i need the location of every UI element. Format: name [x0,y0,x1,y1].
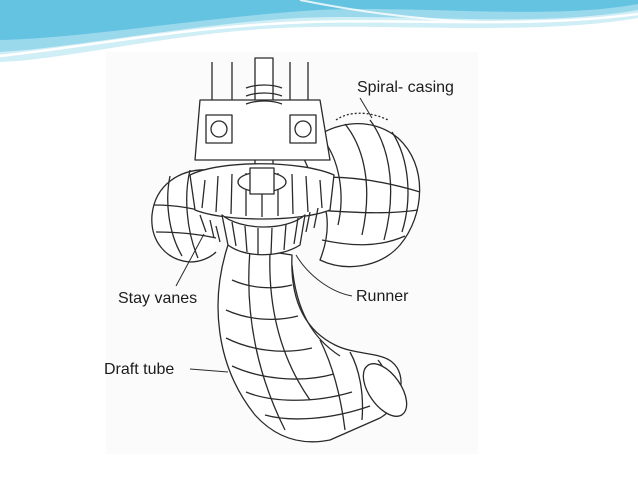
label-runner: Runner [356,288,409,305]
stay-vanes [199,207,319,243]
turbine-housing [189,57,335,220]
runner [221,214,306,256]
label-stay-vanes: Stay vanes [118,290,198,307]
label-spiral-casing: Spiral- casing [357,79,454,96]
label-draft-tube: Draft tube [104,361,175,378]
leader-lines [175,97,373,373]
draft-tube [217,244,408,443]
turbine-diagram [151,57,421,443]
